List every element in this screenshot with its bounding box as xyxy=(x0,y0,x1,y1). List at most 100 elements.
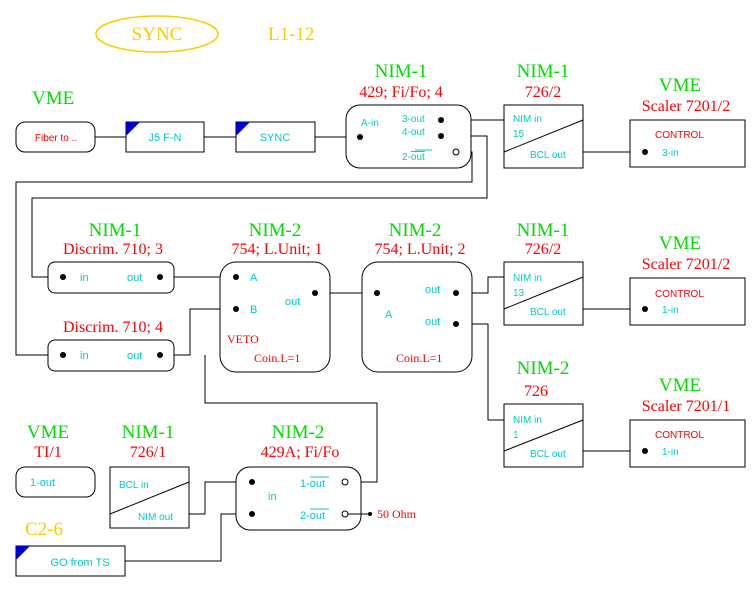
port-dot xyxy=(642,306,648,312)
port-dot xyxy=(374,290,380,296)
lu1-sub: 754; L.Unit; 1 xyxy=(231,241,322,258)
vme-scaler-bot-box xyxy=(629,419,746,468)
nim1-726-top-num: 15 xyxy=(513,129,525,140)
lu1-out: out xyxy=(285,296,300,308)
nim1-726-mid-header: NIM-1 xyxy=(517,220,570,241)
port-dot xyxy=(60,352,66,358)
vme-scaler-top-sub: Scaler 7201/2 xyxy=(642,98,730,115)
lu2-module xyxy=(361,261,473,373)
vme-scaler-bot-port: 1-in xyxy=(662,447,679,458)
disc2-sub: Discrim. 710; 4 xyxy=(63,319,163,336)
nim1-726-1-sub: 726/1 xyxy=(130,444,166,461)
lu1-a: A xyxy=(250,272,258,284)
disc1-header: NIM-1 xyxy=(89,220,142,241)
port-dot xyxy=(642,448,648,454)
nim2-429a-in: in xyxy=(268,491,277,503)
lu1-coin: Coin.L=1 xyxy=(254,351,300,365)
nim2-726-bcl-out: BCL out xyxy=(530,449,566,460)
corner-marker-icon xyxy=(126,122,140,136)
nim2-726-nim-in: NIM in xyxy=(513,415,542,426)
sync-ellipse xyxy=(95,15,219,53)
nim1-726-mid-sub: 726/2 xyxy=(525,241,561,258)
nim1-726-top-nim-in: NIM in xyxy=(513,114,542,125)
go-ts-header: C2-6 xyxy=(25,519,63,540)
nim1-726-mid-num: 13 xyxy=(513,288,525,299)
nim2-429a-term: 50 Ohm xyxy=(377,507,417,521)
vme-scaler-bot-control: CONTROL xyxy=(655,430,704,441)
nim1-429-out2: 2-out xyxy=(402,152,425,163)
nim2-429a-out2: 2-out xyxy=(300,510,325,522)
disc1-in: in xyxy=(80,272,89,284)
title-sync: SYNC xyxy=(132,24,183,45)
port-dot xyxy=(233,306,239,312)
vme-scaler-top-port: 3-in xyxy=(662,148,679,159)
lu2-coin: Coin.L=1 xyxy=(396,351,442,365)
nim2-726-sub: 726 xyxy=(524,383,548,400)
lu1-veto: VETO xyxy=(227,332,259,346)
port-dot xyxy=(249,511,255,517)
lu2-header: NIM-2 xyxy=(389,220,442,241)
vme-scaler-top-box xyxy=(629,119,746,168)
nim1-726-1-nim-out: NIM out xyxy=(138,512,173,523)
vme-scaler-bot-sub: Scaler 7201/1 xyxy=(642,398,730,415)
nim1-429-sub: 429; Fi/Fo; 4 xyxy=(359,84,443,101)
nim2-429a-module xyxy=(235,466,362,531)
port-open-dot xyxy=(341,510,349,518)
sync-box-label: SYNC xyxy=(260,132,291,144)
vme-scaler-top-control: CONTROL xyxy=(655,130,704,141)
corner-marker-icon xyxy=(236,122,250,136)
port-open-dot xyxy=(452,148,460,156)
nim2-429a-header: NIM-2 xyxy=(272,422,325,443)
ti-header: VME xyxy=(27,422,69,443)
fiber-to-label: Fiber to .. xyxy=(35,133,77,144)
nim1-726-1-bcl-in: BCL in xyxy=(119,480,149,491)
port-dot xyxy=(357,134,363,140)
lu1-module xyxy=(219,261,331,373)
port-dot xyxy=(438,117,444,123)
vme-scaler-mid-sub: Scaler 7201/2 xyxy=(642,256,730,273)
j5-fn-label: J5 F-N xyxy=(149,132,182,144)
lu2-sub: 754; L.Unit; 2 xyxy=(374,241,465,258)
nim1-429-header: NIM-1 xyxy=(375,61,428,82)
nim1-726-top-sub: 726/2 xyxy=(525,84,561,101)
port-dot xyxy=(60,274,66,280)
nim2-429a-sub: 429A; Fi/Fo xyxy=(261,444,340,461)
port-open-dot xyxy=(341,478,349,486)
lu2-a: A xyxy=(385,309,393,321)
nim2-726-num: 1 xyxy=(513,430,519,441)
disc1-out: out xyxy=(127,272,142,284)
nim1-429-out3: 3-out xyxy=(402,114,425,125)
disc2-out: out xyxy=(127,350,142,362)
lu2-out1: out xyxy=(425,284,440,296)
disc2-module xyxy=(47,339,175,372)
vme-scaler-mid-header: VME xyxy=(659,233,701,254)
port-dot xyxy=(157,352,163,358)
sync-box xyxy=(235,121,316,153)
nim1-726-top-header: NIM-1 xyxy=(517,61,570,82)
disc2-in: in xyxy=(80,350,89,362)
vme-scaler-bot-header: VME xyxy=(659,375,701,396)
corner-marker-icon xyxy=(16,546,30,560)
port-dot xyxy=(438,133,444,139)
nim1-429-out4: 4-out xyxy=(402,127,425,138)
nim2-429a-out1: 1-out xyxy=(300,478,325,490)
lu1-b: B xyxy=(250,304,257,316)
nim1-429-a-in: A-in xyxy=(361,118,379,129)
fiber-to-box xyxy=(15,121,96,153)
nim1-726-top-bcl-out: BCL out xyxy=(530,150,566,161)
lu2-out2: out xyxy=(425,316,440,328)
port-dot xyxy=(642,149,648,155)
disc1-module xyxy=(47,261,175,294)
port-dot xyxy=(157,274,163,280)
port-dot xyxy=(368,512,372,516)
vme-scaler-top-header: VME xyxy=(659,75,701,96)
go-ts-box xyxy=(15,545,126,577)
vme-top-left-header: VME xyxy=(32,88,74,109)
nim1-726-mid-nim-in: NIM in xyxy=(513,273,542,284)
go-ts-label: GO from TS xyxy=(50,557,109,569)
port-dot xyxy=(453,290,459,296)
ti-sub: TI/1 xyxy=(34,444,62,461)
port-dot xyxy=(249,479,255,485)
disc1-sub: Discrim. 710; 3 xyxy=(63,241,163,258)
